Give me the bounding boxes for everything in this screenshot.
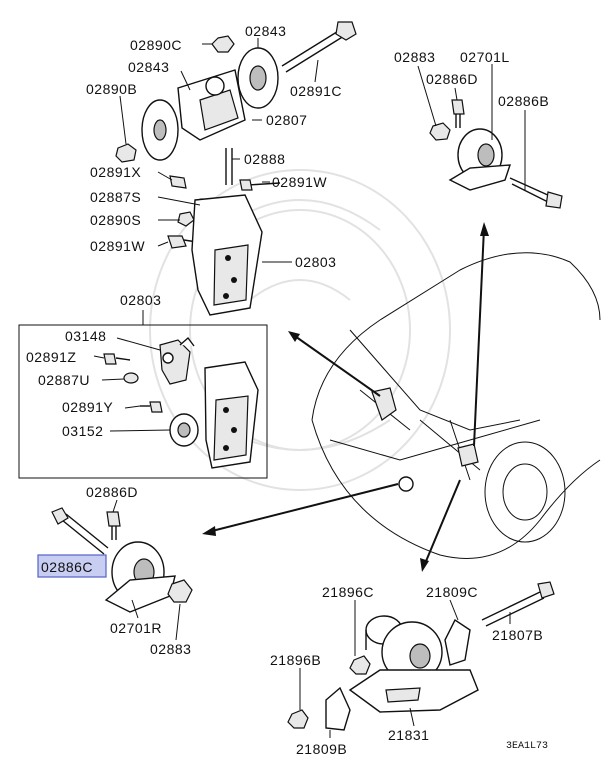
label-21896B: 21896B	[270, 652, 321, 668]
label-02843-top: 02843	[245, 23, 286, 39]
highlight-02886C	[37, 554, 107, 578]
label-02701L: 02701L	[460, 49, 510, 65]
label-02891Z: 02891Z	[26, 349, 76, 365]
label-02886D-top: 02886D	[426, 71, 478, 87]
label-02890C: 02890C	[130, 37, 182, 53]
label-02891Y: 02891Y	[62, 399, 113, 415]
label-21896C: 21896C	[322, 584, 374, 600]
label-02888: 02888	[244, 151, 285, 167]
label-02886B: 02886B	[498, 93, 549, 109]
lower-right-mount-assembly	[287, 581, 555, 738]
diagram-code: 3EA1L73	[506, 741, 548, 752]
upper-left-mount-assembly	[115, 21, 357, 316]
lower-left-mount-assembly	[51, 499, 193, 641]
label-02883-top: 02883	[394, 49, 435, 65]
label-02890B: 02890B	[86, 81, 137, 97]
callout-arrows	[202, 222, 489, 572]
label-02891W-a: 02891W	[272, 174, 327, 190]
label-21809C: 21809C	[426, 584, 478, 600]
label-02887U: 02887U	[38, 372, 90, 388]
label-02891C: 02891C	[290, 83, 342, 99]
label-03152: 03152	[62, 423, 103, 439]
label-03148: 03148	[65, 328, 106, 344]
label-02803-b: 02803	[120, 292, 161, 308]
label-02807: 02807	[266, 112, 307, 128]
label-02843-left: 02843	[128, 59, 169, 75]
label-02883-left: 02883	[150, 641, 191, 657]
label-21807B: 21807B	[492, 627, 543, 643]
label-02891X: 02891X	[90, 164, 141, 180]
leader-lines-upper-left	[119, 38, 319, 263]
label-02886D-left: 02886D	[86, 484, 138, 500]
label-02803-a: 02803	[295, 254, 336, 270]
upper-right-mount-assembly	[417, 64, 563, 209]
label-02887S: 02887S	[90, 189, 141, 205]
label-02886C[interactable]: 02886C	[41, 559, 93, 575]
label-21831: 21831	[388, 727, 429, 743]
label-02890S: 02890S	[90, 212, 141, 228]
label-21809B: 21809B	[296, 741, 347, 757]
watermark-emblem	[149, 169, 451, 491]
detail-box: 02803	[18, 292, 268, 479]
vehicle-engine-bay-outline	[311, 252, 601, 559]
label-02891W-b: 02891W	[90, 238, 145, 254]
label-02701R: 02701R	[110, 620, 162, 636]
